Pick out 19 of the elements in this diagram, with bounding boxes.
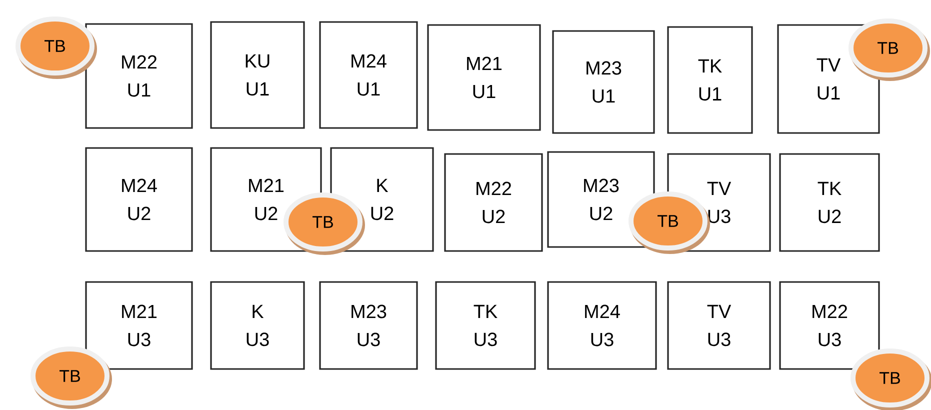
circle-badge: TB (850, 348, 931, 410)
label-box: M24 U2 (85, 147, 193, 252)
circle-badge: TB (848, 18, 930, 81)
label-box: TK U3 (435, 281, 536, 370)
label-box: M21 U1 (427, 24, 541, 131)
label-box: K U3 (210, 281, 305, 370)
label-box: TV U3 (667, 281, 771, 370)
label-box: M23 U3 (319, 281, 418, 370)
circle-badge: TB (30, 346, 112, 409)
label-box: KU U1 (210, 21, 305, 129)
label-box: TK U1 (667, 26, 753, 134)
label-box: M23 U1 (552, 30, 655, 134)
label-box: M22 U2 (444, 153, 543, 252)
label-box: M22 U1 (85, 23, 193, 129)
label-box: TK U2 (779, 153, 880, 252)
label-box: M24 U1 (319, 21, 418, 129)
circle-badge: TB (16, 16, 97, 79)
label-box: M24 U3 (547, 281, 657, 370)
circle-badge: TB (284, 192, 365, 255)
